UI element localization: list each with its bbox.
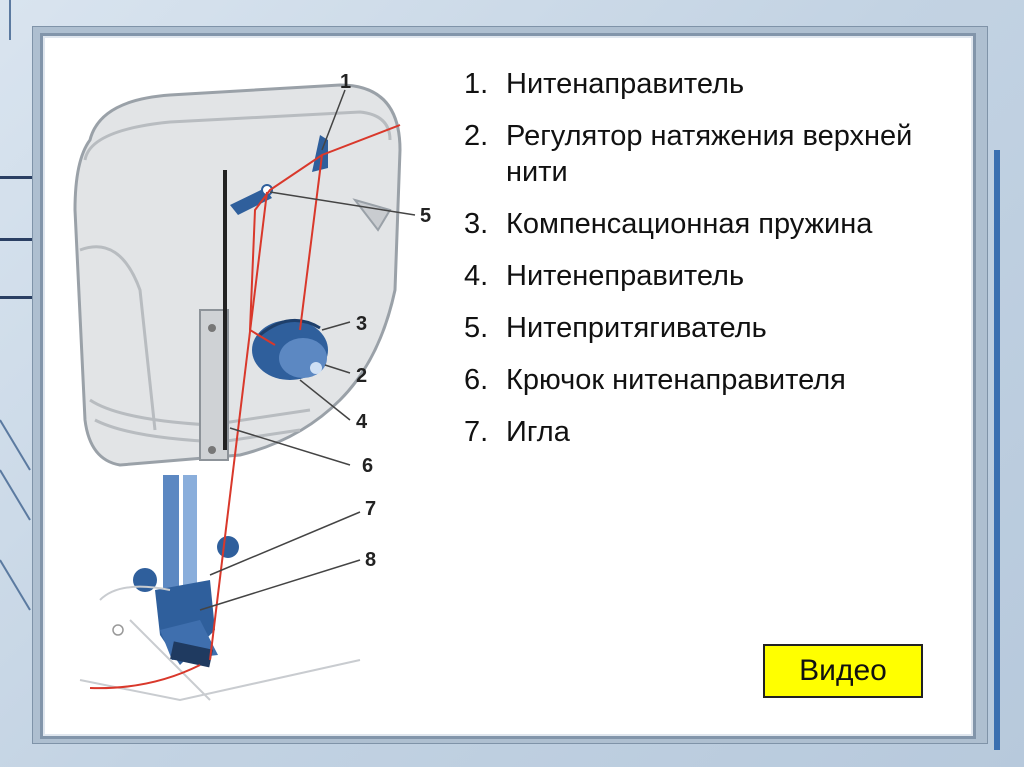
diagram-label-3: 3 [356,313,367,335]
diagram-label-6: 6 [362,455,373,477]
machine-head [73,83,402,467]
diagram-label-8: 8 [365,549,376,571]
list-item: 6.Крючок нитенаправителя [464,364,846,396]
diagram-label-7: 7 [365,498,376,520]
list-item: 3.Компенсационная пружина [464,208,873,240]
sewing-machine-diagram: 1 5 3 2 4 6 7 8 [73,71,431,702]
parts-legend-list: 1.Нитенаправитель 2.Регулятор натяжения … [464,66,964,466]
list-item: 2.Регулятор натяжения верхней нити [464,120,913,188]
diagram-label-4: 4 [356,411,368,433]
thread-path [89,124,401,690]
diagram-label-5: 5 [420,205,431,227]
diagram-label-2: 2 [356,365,367,387]
list-item: 7.Игла [464,416,570,448]
diagram-label-1: 1 [340,71,351,93]
list-item: 5.Нитепритягиватель [464,312,767,344]
list-item: 1.Нитенаправитель [464,68,745,100]
video-button[interactable]: Видео [763,644,923,698]
list-item: 4.Нитенеправитель [464,260,745,292]
